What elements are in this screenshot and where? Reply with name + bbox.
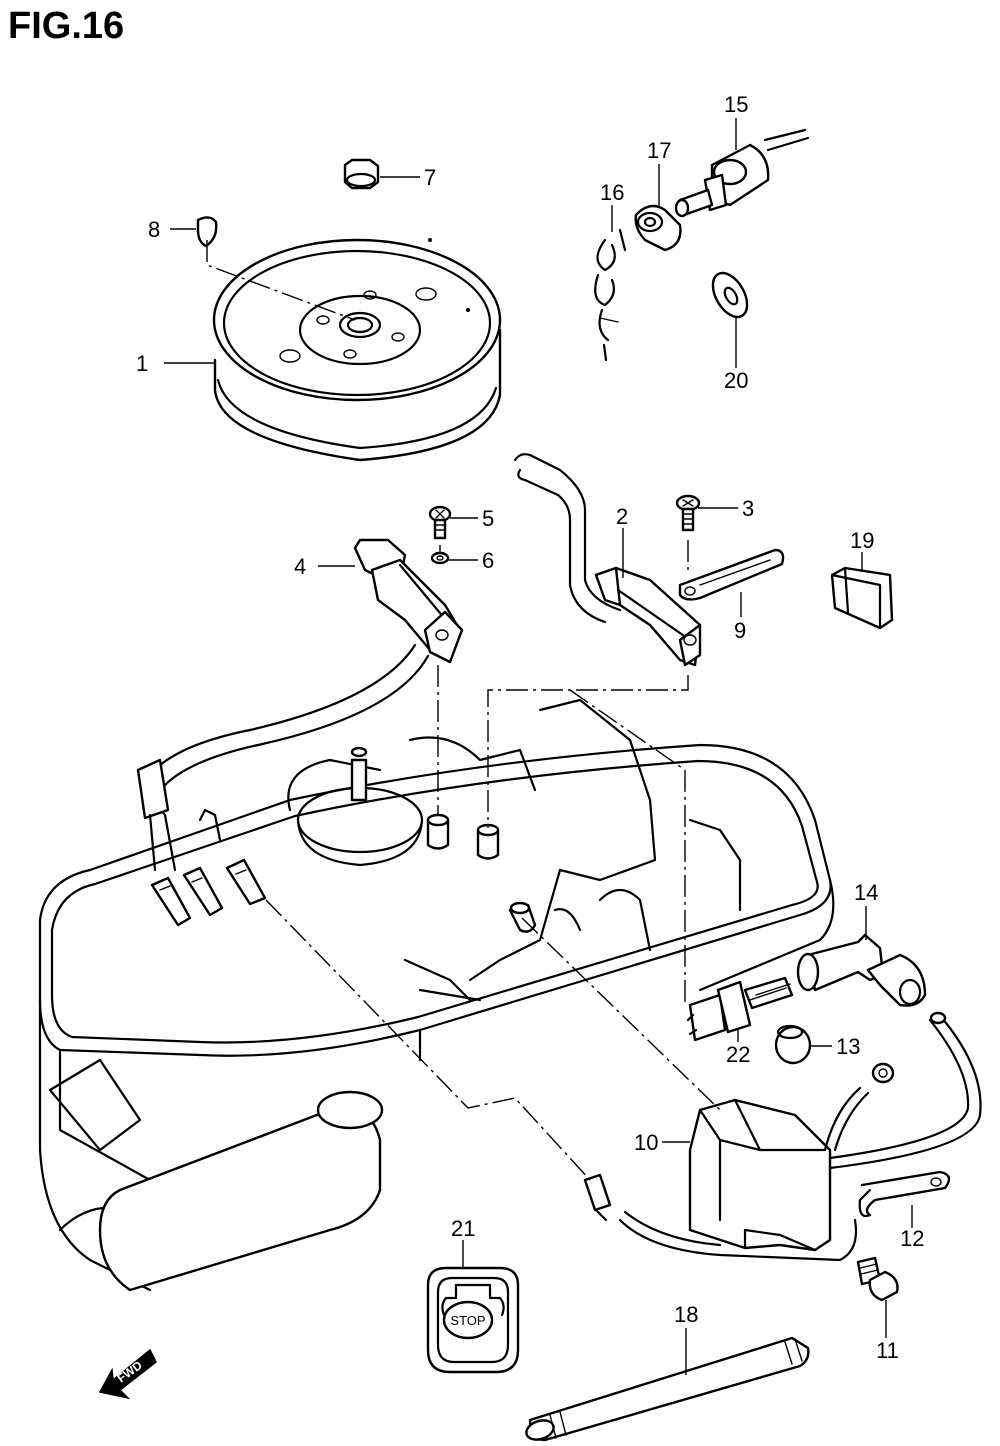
lead-clip bbox=[858, 1170, 951, 1218]
flywheel-key bbox=[196, 216, 218, 248]
callout-4: 4 bbox=[294, 554, 306, 579]
stop-plate-text: STOP bbox=[450, 1313, 485, 1328]
cdi-bolt bbox=[856, 1256, 899, 1302]
callout-5: 5 bbox=[482, 506, 494, 531]
callout-13: 13 bbox=[836, 1034, 860, 1059]
callout-7: 7 bbox=[424, 165, 436, 190]
thermo-cap bbox=[774, 1024, 812, 1065]
callout-14: 14 bbox=[854, 880, 878, 905]
fwd-arrow: FWD bbox=[98, 1348, 157, 1400]
rubber-cap bbox=[830, 566, 894, 630]
callout-6: 6 bbox=[482, 548, 494, 573]
protection-tube bbox=[525, 1336, 810, 1442]
cdi-unit bbox=[583, 1011, 982, 1262]
callout-11: 11 bbox=[876, 1338, 899, 1363]
stop-plate: STOP bbox=[426, 1266, 520, 1374]
callout-17: 17 bbox=[647, 138, 671, 163]
callout-20: 20 bbox=[724, 368, 748, 393]
engine-block bbox=[38, 698, 835, 1292]
callout-labels: 1 2 3 4 5 6 7 8 9 10 11 12 13 14 15 16 1… bbox=[136, 92, 924, 1363]
callout-15: 15 bbox=[724, 92, 748, 117]
callout-22: 22 bbox=[726, 1042, 750, 1067]
callout-8: 8 bbox=[148, 217, 160, 242]
stop-switch-assembly bbox=[594, 128, 810, 362]
assembly-lines bbox=[206, 240, 721, 1181]
ignition-coil-right bbox=[513, 453, 785, 667]
callout-leaders bbox=[164, 118, 913, 1375]
callout-18: 18 bbox=[674, 1302, 698, 1327]
callout-2: 2 bbox=[616, 504, 628, 529]
callout-19: 19 bbox=[850, 528, 874, 553]
callout-9: 9 bbox=[734, 618, 746, 643]
callout-1: 1 bbox=[136, 351, 148, 376]
flywheel-rotor bbox=[212, 238, 502, 462]
callout-10: 10 bbox=[634, 1130, 658, 1155]
callout-21: 21 bbox=[451, 1216, 475, 1241]
spark-plug-cap bbox=[796, 933, 927, 1007]
thermo-switch bbox=[686, 976, 794, 1042]
callout-12: 12 bbox=[900, 1226, 924, 1251]
callout-16: 16 bbox=[600, 180, 624, 205]
callout-3: 3 bbox=[742, 496, 754, 521]
ignition-coil-left bbox=[136, 505, 464, 927]
figure-title: FIG.16 bbox=[8, 5, 124, 47]
flywheel-nut bbox=[343, 158, 380, 190]
